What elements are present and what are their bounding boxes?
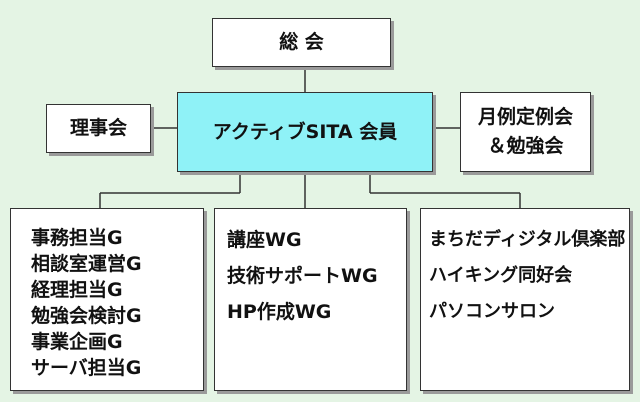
members-box: アクティブSITA 会員 bbox=[177, 92, 433, 172]
general-meeting-box: 総 会 bbox=[212, 18, 391, 67]
committee-list: 事務担当G 相談室運営G 経理担当G 勉強会検討G 事業企画G サーバ担当G bbox=[31, 225, 142, 381]
monthly-meeting-box: 月例定例会 ＆勉強会 bbox=[460, 92, 591, 172]
members-label: アクティブSITA 会員 bbox=[212, 120, 398, 143]
committee-item: 相談室運営G bbox=[31, 253, 142, 275]
committee-item: 事業企画G bbox=[31, 331, 123, 353]
board-label: 理事会 bbox=[69, 117, 127, 139]
board-box: 理事会 bbox=[46, 104, 151, 153]
working-group-item: 講座WG bbox=[227, 229, 302, 251]
club-item: まちだディジタル倶楽部 bbox=[429, 229, 626, 250]
general-meeting-label: 総 会 bbox=[279, 31, 324, 53]
working-group-box: 講座WG 技術サポートWG HP作成WG bbox=[214, 208, 407, 391]
clubs-box: まちだディジタル倶楽部 ハイキング同好会 パソコンサロン bbox=[420, 208, 630, 391]
monthly-meeting-line-2: ＆勉強会 bbox=[487, 135, 564, 157]
working-group-item: HP作成WG bbox=[227, 301, 332, 323]
committee-box: 事務担当G 相談室運営G 経理担当G 勉強会検討G 事業企画G サーバ担当G bbox=[10, 208, 204, 391]
clubs-list: まちだディジタル倶楽部 ハイキング同好会 パソコンサロン bbox=[429, 227, 625, 335]
working-group-list: 講座WG 技術サポートWG HP作成WG bbox=[227, 227, 378, 335]
monthly-meeting-line-1: 月例定例会 bbox=[477, 106, 573, 128]
committee-item: サーバ担当G bbox=[31, 357, 142, 379]
club-item: ハイキング同好会 bbox=[429, 265, 573, 286]
committee-item: 勉強会検討G bbox=[31, 305, 142, 327]
club-item: パソコンサロン bbox=[429, 301, 555, 322]
committee-item: 経理担当G bbox=[31, 279, 123, 301]
monthly-meeting-label: 月例定例会 ＆勉強会 bbox=[478, 103, 573, 161]
committee-item: 事務担当G bbox=[31, 227, 123, 249]
working-group-item: 技術サポートWG bbox=[227, 265, 378, 287]
